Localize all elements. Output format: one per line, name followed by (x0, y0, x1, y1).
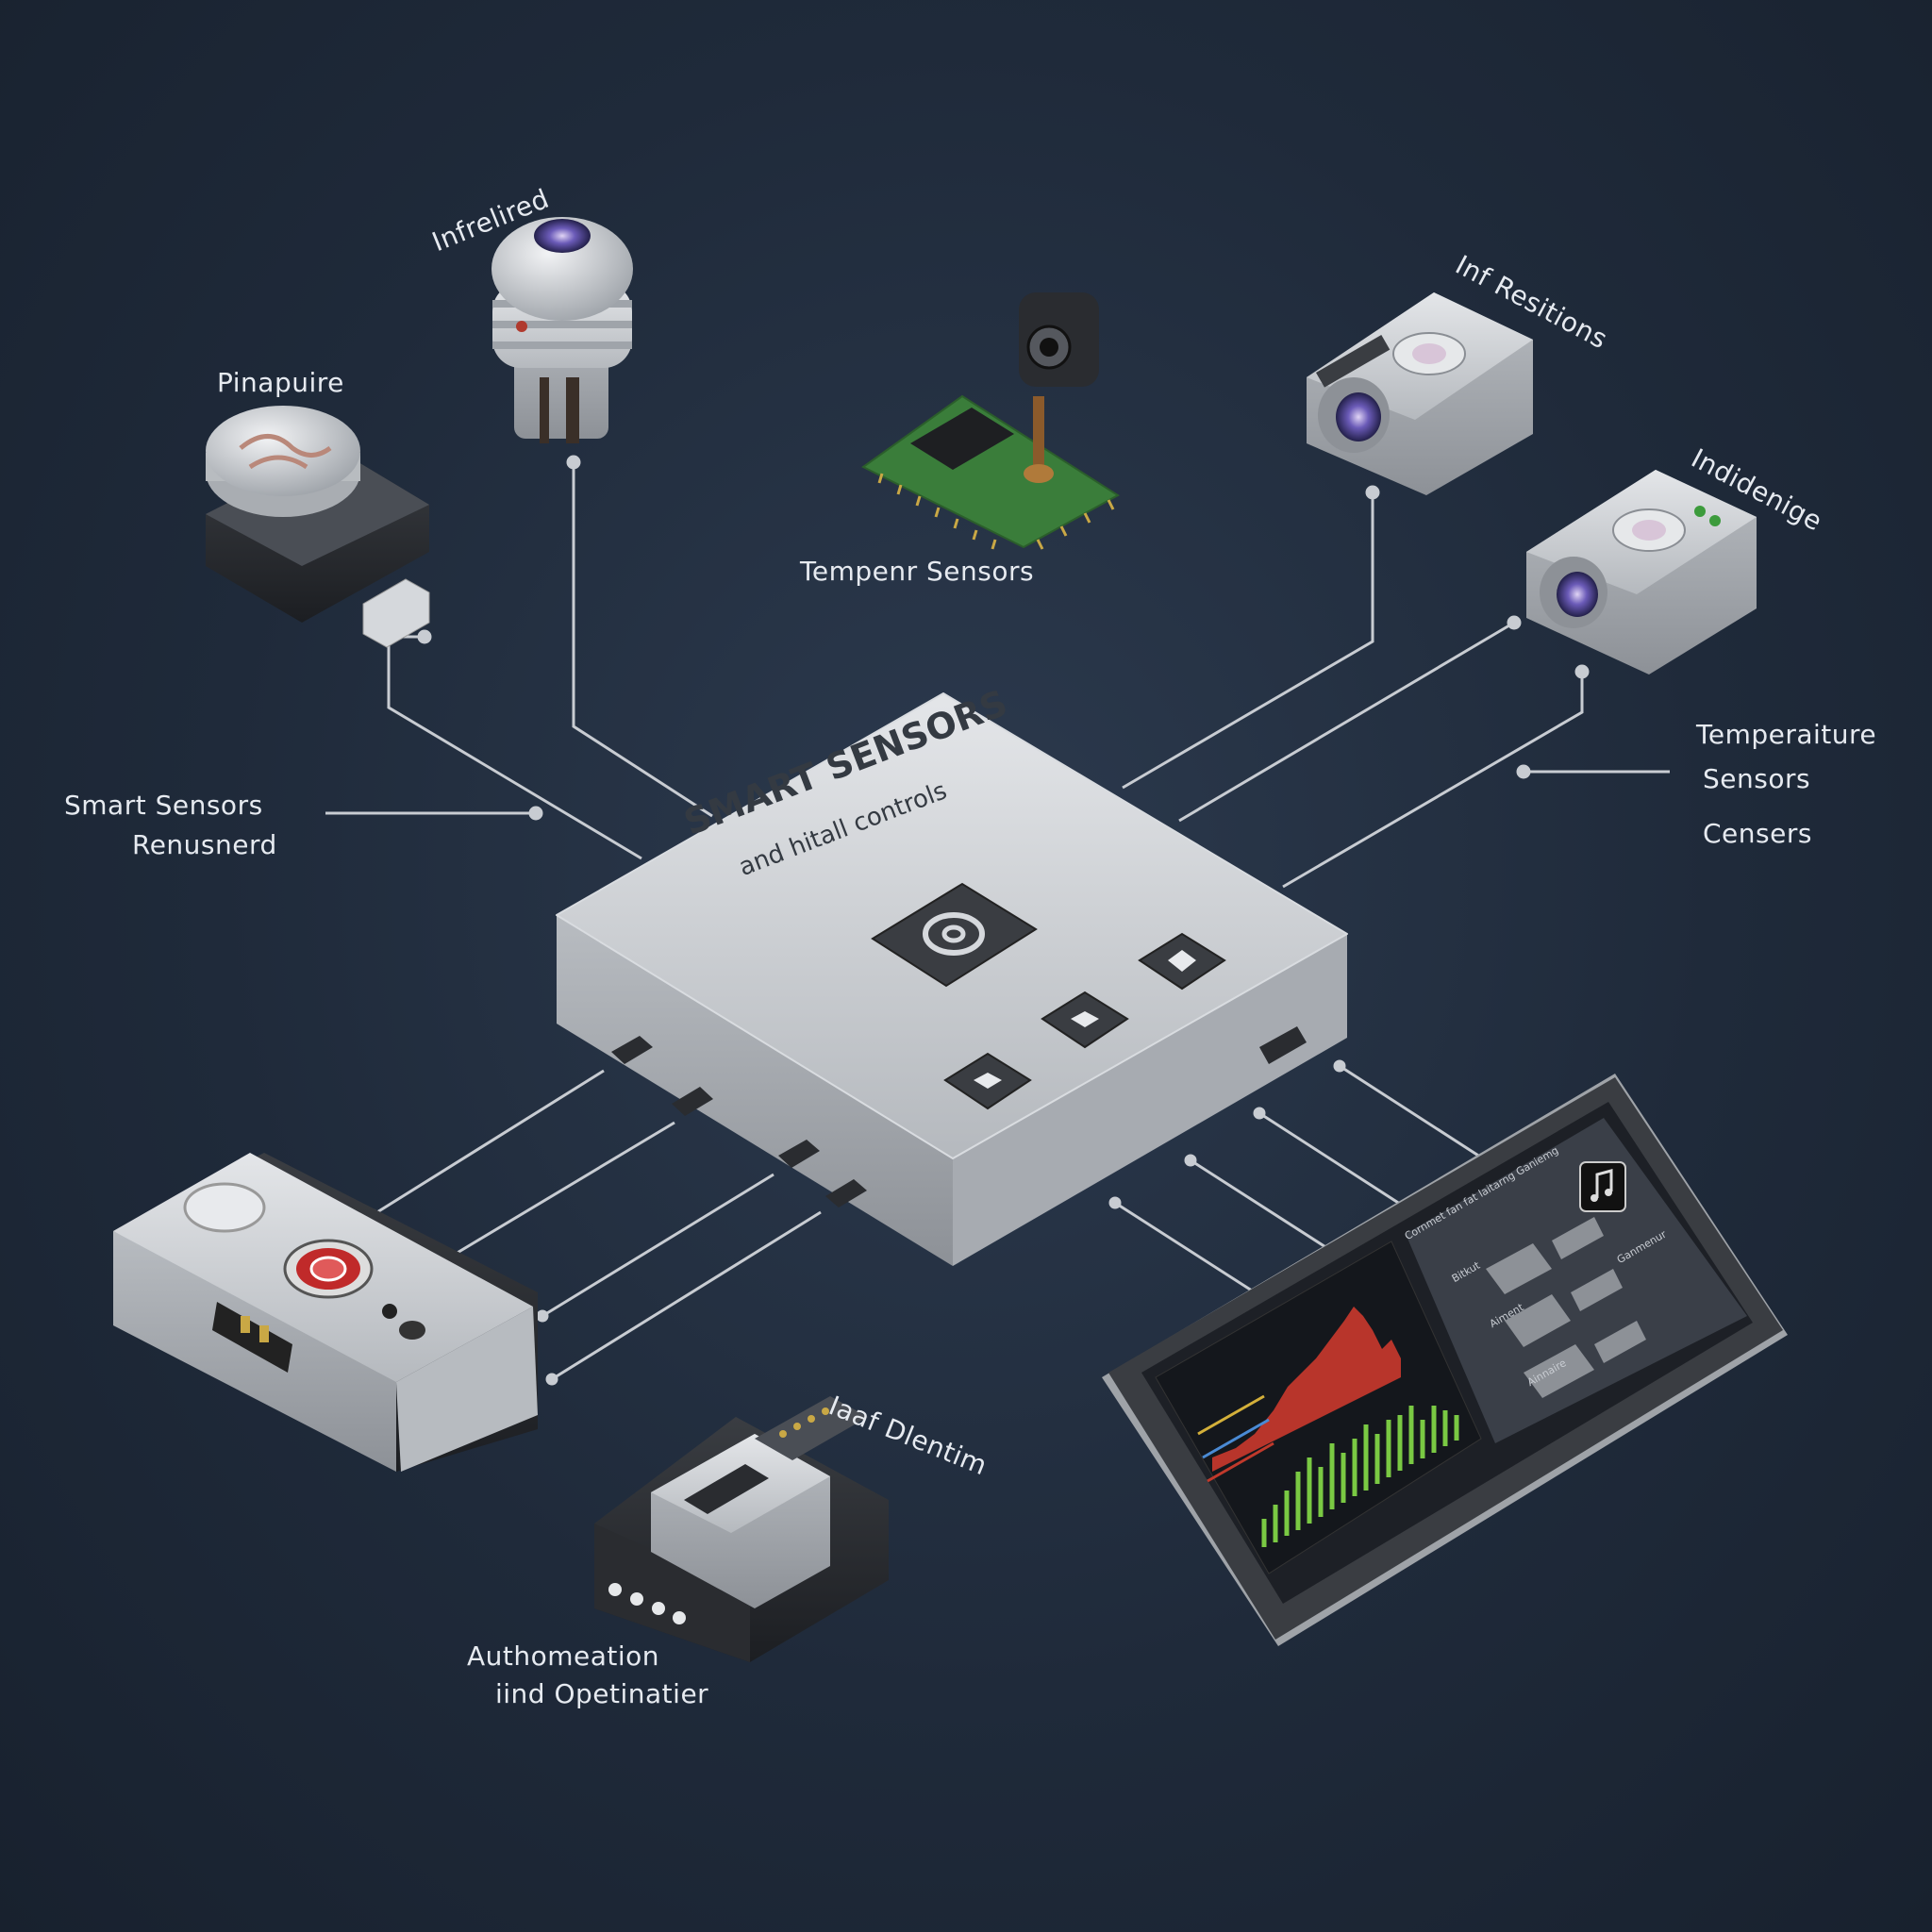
line-left-device-1 (372, 1069, 605, 1217)
connection-lines (325, 455, 1670, 1386)
label-renusnerd: Renusnerd (132, 829, 277, 860)
square-icon (1071, 1011, 1099, 1027)
pcb-camera-module[interactable] (861, 292, 1120, 550)
label-temperature: Temperaiture (1696, 719, 1877, 750)
target-icon (923, 912, 985, 956)
label-temp-sensors-top: Tempenr Sensors (800, 556, 1035, 587)
line-dot (1253, 1107, 1266, 1120)
line-left-device-4 (551, 1210, 822, 1381)
line-dot (545, 1373, 558, 1386)
diamond-icon (1168, 950, 1196, 972)
automation-module[interactable] (594, 1396, 889, 1662)
screen-chart-red (1212, 1307, 1401, 1472)
camera-sensor-1[interactable] (1307, 292, 1533, 495)
line-dot (417, 629, 432, 644)
screen-legend-lines (1197, 1394, 1274, 1483)
line-temperature (1282, 672, 1584, 889)
line-infrared (572, 462, 713, 818)
square-icon (974, 1073, 1002, 1089)
screen-chart-green (1261, 1406, 1459, 1547)
line-dot (1507, 615, 1522, 630)
panel-tiles (1486, 1217, 1646, 1398)
label-sensors: Sensors (1703, 763, 1811, 794)
hub-side-left (557, 915, 953, 1266)
camera-sensor-2[interactable] (1526, 470, 1757, 675)
line-left-device-2 (450, 1121, 675, 1258)
line-indidenige (1178, 621, 1515, 823)
hub-button-diamond[interactable] (1138, 932, 1226, 991)
hub-ports (611, 1026, 1307, 1208)
line-tablet-3 (1190, 1158, 1331, 1252)
label-optimization: iind Opetinatier (495, 1678, 709, 1709)
dial-icon (183, 1182, 266, 1233)
label-pinapure: Pinapuire (217, 367, 344, 398)
line-dot (1365, 485, 1380, 500)
pinapure-sensor[interactable] (206, 406, 430, 648)
tablet-device[interactable] (1102, 1074, 1788, 1646)
line-dot (528, 806, 543, 821)
line-tablet-1 (1339, 1064, 1487, 1162)
line-inf-resitions (1122, 492, 1374, 790)
line-dot (1184, 1154, 1197, 1167)
line-dot (1516, 764, 1531, 779)
line-pinapure (387, 635, 642, 860)
hub-device[interactable] (556, 692, 1348, 1266)
line-dot (536, 1309, 549, 1323)
line-dot (1333, 1059, 1346, 1073)
line-dot (1108, 1196, 1122, 1209)
label-automation: Authomeation (467, 1641, 660, 1672)
control-device[interactable] (113, 1153, 538, 1472)
line-tablet-2 (1258, 1111, 1407, 1209)
hub-main-button[interactable] (871, 882, 1038, 988)
line-dot (1574, 664, 1590, 679)
hub-button-2[interactable] (1041, 991, 1129, 1049)
label-smart-sensors: Smart Sensors (64, 790, 263, 821)
line-left-device-3 (541, 1173, 774, 1318)
line-dot (566, 455, 581, 470)
hub-button-3[interactable] (943, 1052, 1032, 1110)
line-tablet-4 (1114, 1201, 1256, 1294)
controls-panel (1406, 1118, 1747, 1443)
infrared-sensor[interactable] (491, 217, 633, 443)
music-note-icon (1579, 1161, 1626, 1212)
label-censers: Censers (1703, 818, 1812, 849)
hub-side-right (953, 934, 1347, 1266)
